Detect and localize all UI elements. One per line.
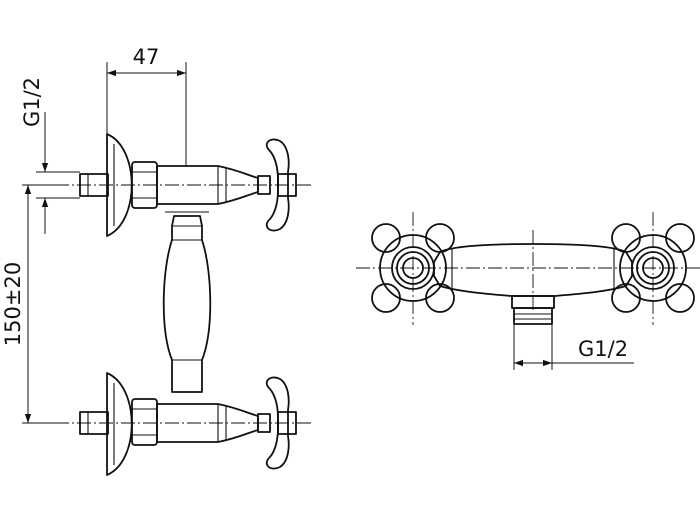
side-view: 47 G1/2 150±20 [1,45,312,476]
width-dimension-label: 47 [133,45,160,69]
thread-dimension-right: G1/2 [513,324,634,370]
width-dimension: 47 [106,45,187,166]
center-distance-dimension: 150±20 [1,184,62,424]
thread-label-right: G1/2 [578,337,628,361]
left-cross-handle [371,223,455,313]
right-cross-handle [611,223,695,313]
thread-label-left: G1/2 [20,77,44,127]
valve-body-front [433,243,633,325]
upper-connection [79,133,297,237]
center-distance-label: 150±20 [1,262,25,346]
thread-dimension-left: G1/2 [20,77,80,234]
connecting-column [162,211,212,393]
front-view: G1/2 [356,212,700,370]
lower-connection [79,372,297,476]
